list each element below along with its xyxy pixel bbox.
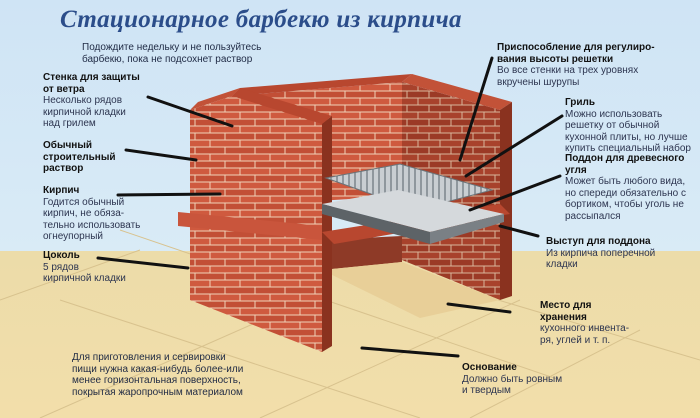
- callout-plinth: Цоколь 5 рядов кирпичной кладки: [43, 250, 126, 285]
- callout-height-device: Приспособление для регулиро- вания высот…: [497, 42, 655, 88]
- callout-brick: Кирпич Годится обычный кирпич, не обяза-…: [43, 185, 140, 243]
- callout-body: Должно быть ровным и твердым: [462, 373, 563, 397]
- callout-body: Из кирпича поперечной кладки: [546, 247, 656, 271]
- callout-body: Годится обычный кирпич, не обяза- тельно…: [43, 196, 141, 243]
- callout-base: Основание Должно быть ровным и твердым: [462, 362, 562, 397]
- callout-grill: Гриль Можно использовать решетку от обыч…: [565, 97, 691, 155]
- charcoal-tray: [322, 190, 504, 244]
- callout-heading: Приспособление для регулиро- вания высот…: [497, 42, 655, 65]
- page-title: Стационарное барбекю из кирпича: [60, 6, 462, 33]
- callout-body: кухонного инвента- ря, углей и т. п.: [540, 323, 630, 346]
- callout-heading: Выступ для поддона: [546, 236, 651, 247]
- callout-tray-ledge: Выступ для поддона Из кирпича поперечной…: [546, 236, 655, 271]
- callout-body: Несколько рядов кирпичной кладки над гри…: [43, 95, 126, 129]
- callout-body: 5 рядов кирпичной кладки: [43, 261, 126, 285]
- leader-lines: [96, 56, 564, 358]
- bottom-note: Для приготовления и сервировки пищи нужн…: [72, 352, 244, 398]
- callout-heading: Стенка для защиты от ветра: [43, 72, 140, 95]
- callout-storage: Место для хранения кухонного инвента- ря…: [540, 300, 629, 346]
- callout-heading: Основание: [462, 362, 517, 373]
- callout-wind-wall: Стенка для защиты от ветра Несколько ряд…: [43, 72, 140, 130]
- callout-body: Может быть любого вида, но спереди обяза…: [565, 176, 686, 222]
- callout-wood-tray: Поддон для древесного угля Может быть лю…: [565, 153, 686, 222]
- callout-heading: Обычный строительный раствор: [43, 140, 116, 174]
- callout-heading: Кирпич: [43, 185, 80, 196]
- intro-note: Подождите недельку и не пользуйтесь барб…: [82, 42, 262, 65]
- callout-body: Во все стенки на трех уровнях вкручены ш…: [497, 65, 639, 88]
- callout-heading: Место для хранения: [540, 300, 592, 323]
- callout-heading: Гриль: [565, 97, 596, 108]
- callout-mortar: Обычный строительный раствор: [43, 140, 116, 175]
- callout-heading: Поддон для древесного угля: [565, 153, 685, 176]
- callout-body: Можно использовать решетку от обычной ку…: [565, 108, 691, 155]
- callout-heading: Цоколь: [43, 250, 80, 261]
- ground-tiles: [0, 229, 700, 418]
